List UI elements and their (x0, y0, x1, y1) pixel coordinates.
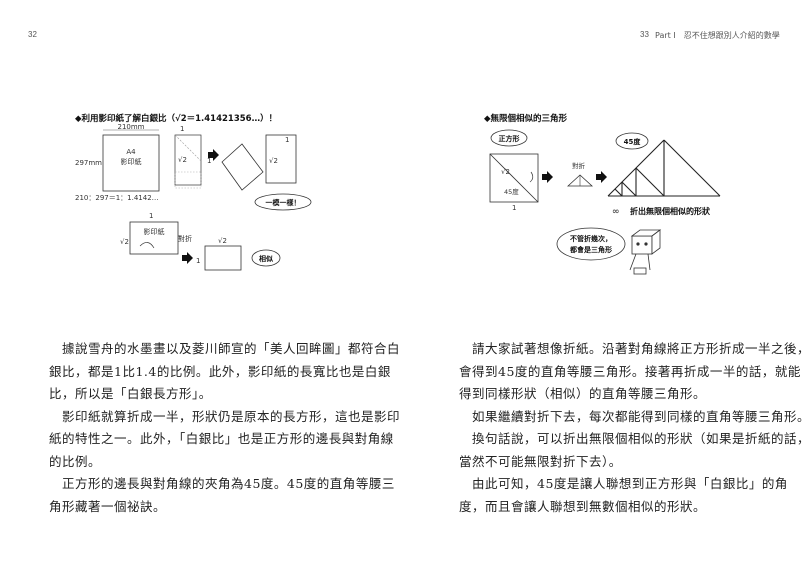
similar-bubble (251, 249, 281, 267)
left-line: 紙的特性之一。此外，「白銀比」也是正方形的邊長與對角線 (49, 431, 394, 446)
left-body-text: 據說雪舟的水墨畫以及菱川師宣的「美人回眸圖」都符合白 銀比，都是1比1.4的比例… (49, 338, 400, 518)
sqrt2-label-4: √2 (218, 237, 227, 245)
ratio-text: 210：297＝1：1.4142… (75, 194, 159, 202)
sqrt2-label-3: √2 (120, 238, 129, 246)
right-page-number: 33 (640, 30, 649, 39)
half-sheet (265, 134, 297, 184)
left-line: 角形藏著一個祕訣。 (49, 498, 167, 514)
right-figure-caption: ◆無限個相似的三角形 (484, 114, 568, 124)
square-bubble (490, 129, 528, 147)
one-label-5: 1 (196, 257, 200, 265)
left-figure-caption: ◆利用影印紙了解白銀比（√2＝1.41421356…）！ (75, 114, 278, 124)
right-line: 請大家試著想像折紙。沿著對角線將正方形折成一半之後， (459, 341, 810, 356)
one-label-3: 1 (285, 136, 289, 144)
infinity-icon: ∞ (612, 207, 620, 217)
one-label-2: 1 (207, 157, 211, 165)
left-line: 銀比，都是1比1.4的比例。此外，影印紙的長寬比也是白銀 (49, 363, 391, 379)
fold-label: 對折 (178, 234, 192, 243)
left-line: 據說雪舟的水墨畫以及菱川師宣的「美人回眸圖」都符合白 (49, 341, 401, 356)
running-head: Part I 忍不住想跟別人介紹的數學 (655, 31, 780, 40)
left-line: 影印紙就算折成一半，形狀仍是原本的長方形，這也是影印 (49, 408, 401, 424)
one-label: 1 (180, 125, 184, 133)
right-one-label: 1 (512, 204, 516, 212)
a4-sheet (102, 134, 160, 192)
copy-paper-label: 影印紙 (144, 227, 165, 236)
right-fold-label: 對折 (572, 161, 586, 170)
a4-label: A4 (126, 148, 136, 156)
character-icon (629, 229, 662, 275)
right-sqrt2-label: √2 (501, 168, 510, 176)
same-bubble (254, 193, 312, 211)
right-line: 如果繼續對折下去，每次都能得到同樣的直角等腰三角形。 (459, 408, 810, 424)
left-line: 正方形的邊長與對角線的夾角為45度。45度的直角等腰三 (49, 476, 395, 491)
angle-label: 45度 (504, 187, 519, 196)
left-line: 比，所以是「白銀長方形」。 (49, 386, 212, 401)
a4-height-label: 297mm (75, 159, 102, 167)
left-page-number: 32 (28, 30, 37, 39)
a4-paper-label: 影印紙 (121, 157, 142, 166)
square-bubble-text: 正方形 (499, 134, 520, 143)
character-bubble (556, 227, 626, 261)
copy-paper-sheet (129, 221, 179, 255)
a4-width-label: 210mm (118, 123, 145, 131)
rect-sheet (174, 134, 202, 186)
angle-bubble (615, 132, 649, 150)
left-line: 的比例。 (49, 453, 102, 469)
right-line: 得到同樣形狀（相似）的直角等腰三角形。 (459, 386, 707, 401)
sqrt2-label: √2 (178, 156, 187, 164)
infinity-caption: 折出無限個相似的形狀 (630, 206, 711, 216)
right-line: 當然不可能無限對折下去）。 (459, 453, 622, 469)
sqrt2-label-2: √2 (269, 157, 278, 165)
nested-triangles (607, 139, 721, 197)
rotated-sheet (221, 143, 264, 191)
character-bubble-line-1: 不管折幾次， (570, 234, 612, 243)
right-line: 換句話說，可以折出無限個相似的形狀（如果是折紙的話， (459, 431, 810, 446)
one-label-4: 1 (149, 212, 153, 220)
angle-bubble-text: 45度 (624, 137, 642, 146)
right-line: 會得到45度的直角等腰三角形。接著再折成一半的話，就能 (459, 363, 801, 379)
folded-paper (204, 245, 242, 271)
right-body-text: 請大家試著想像折紙。沿著對角線將正方形折成一半之後， 會得到45度的直角等腰三角… (459, 338, 810, 518)
similar-bubble-text: 相似 (259, 254, 273, 263)
right-line: 度，而且會讓人聯想到無數個相似的形狀。 (459, 498, 707, 514)
similar-triangles-diagram: 正方形 √2 45度 1 對折 45度 ∞ 折出無限個相似的形狀 不管折幾次， … (489, 129, 721, 275)
silver-ratio-diagram: 210mm 297mm A4 影印紙 210：297＝1：1.4142… 1 √… (75, 123, 312, 271)
character-bubble-line-2: 都會是三角形 (569, 245, 612, 254)
right-line: 由此可知，45度是讓人聯想到正方形與「白銀比」的角 (459, 476, 788, 491)
same-bubble-text: 一模一樣！ (266, 198, 301, 207)
